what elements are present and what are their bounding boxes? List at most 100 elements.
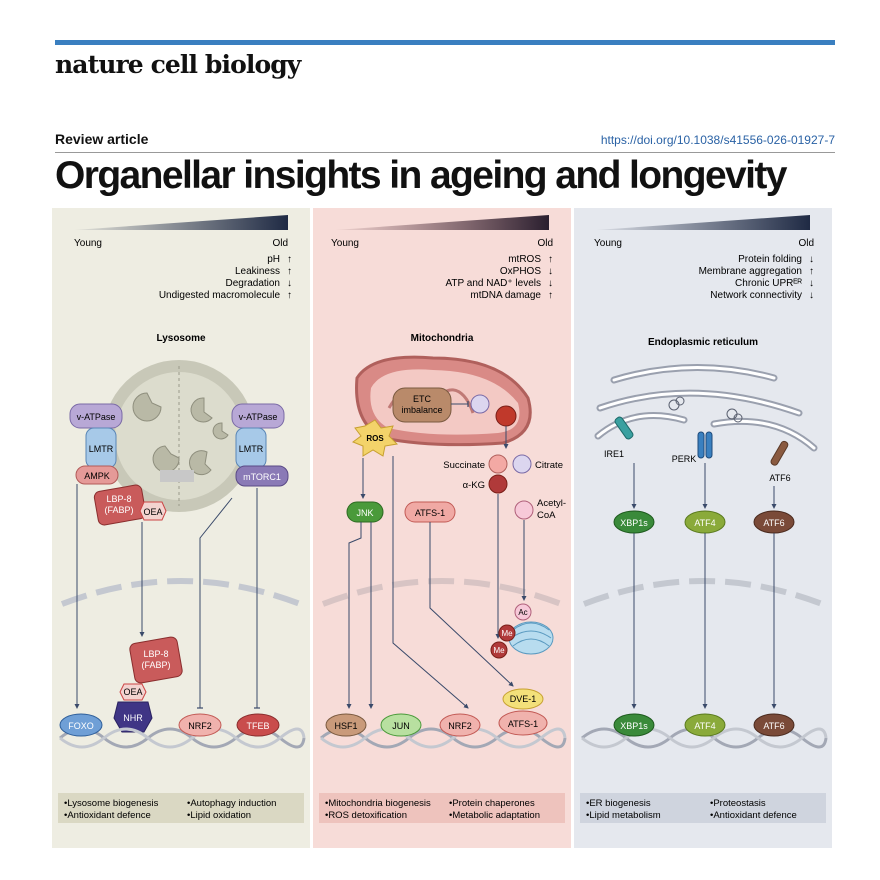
oea-top [139, 501, 167, 521]
outcome-item: •Antioxidant defence [64, 810, 151, 821]
outcome-box [58, 793, 304, 823]
ampk-label: AMPK [84, 471, 110, 481]
outcome-item: •Protein chaperones [449, 798, 535, 809]
atf4 [684, 713, 726, 737]
ire1-sensor [614, 416, 634, 440]
perk-label: PERK [672, 454, 697, 464]
change-arrow: ↑ [809, 266, 814, 277]
header-rule [55, 152, 835, 153]
dve1-label: DVE-1 [510, 694, 537, 704]
ac-mark [514, 603, 532, 621]
young-label: Young [594, 238, 622, 249]
outcome-item: •Mitochondria biogenesis [325, 798, 431, 809]
change-label: Membrane aggregation [699, 266, 802, 277]
change-label: Leakiness [235, 266, 280, 277]
oea-top-label: OEA [143, 507, 162, 517]
lmtr-left-label: LMTR [89, 444, 114, 454]
dve1 [502, 688, 544, 710]
atf4-top-label: ATF4 [694, 518, 715, 528]
age-wedge [335, 215, 549, 230]
succinate-label: Succinate [443, 460, 485, 471]
succinate-node [488, 454, 508, 474]
atf6-sensor [770, 440, 789, 466]
change-label: Network connectivity [710, 290, 802, 301]
outcome-item: •ROS detoxification [325, 810, 407, 821]
article-type: Review article [55, 131, 149, 147]
akg-node [488, 474, 508, 494]
xbp1s [613, 713, 655, 737]
outcome-box [319, 793, 565, 823]
old-label: Old [798, 238, 814, 249]
nrf2 [439, 713, 481, 737]
dna-strand [581, 727, 828, 749]
doi-link[interactable]: https://doi.org/10.1038/s41556-026-01927… [600, 133, 835, 147]
mtorc1-label: mTORC1 [243, 472, 281, 482]
akg-label: α-KG [463, 480, 485, 491]
etc-label: ETC [413, 394, 432, 404]
lmtr-right-label: LMTR [239, 444, 264, 454]
old-label: Old [272, 238, 288, 249]
ampk [75, 465, 119, 485]
dna-strand [320, 727, 567, 749]
misfolded-protein [668, 396, 743, 423]
nrf2 [178, 713, 222, 737]
change-label: mtDNA damage [470, 290, 541, 301]
tfeb-label: TFEB [246, 721, 269, 731]
panel-lysosome: Young Old pH ↑ Leakiness ↑ Degradation ↓… [52, 208, 310, 848]
metabolite-node [470, 394, 490, 414]
outcome-box [580, 793, 826, 823]
oea-bottom-label: OEA [123, 687, 142, 697]
old-label: Old [537, 238, 553, 249]
change-label: pH [267, 254, 280, 265]
lbp8-bottom-label: LBP-8 [143, 649, 168, 659]
panel-mitochondria: Young Old mtROS ↑ OxPHOS ↓ ATP and NAD⁺ … [313, 208, 571, 848]
change-arrow: ↓ [809, 278, 814, 289]
atf6-label: ATF6 [763, 721, 784, 731]
organelle-label: Mitochondria [411, 333, 474, 344]
perk-sensor [697, 431, 705, 459]
oea-bottom [119, 683, 147, 701]
jnk-label: JNK [356, 508, 373, 518]
panel-er: Young Old Protein folding ↓ Membrane agg… [574, 208, 832, 848]
change-arrow: ↑ [548, 290, 553, 301]
nuclear-envelope [582, 578, 824, 607]
change-label: Degradation [226, 278, 280, 289]
change-arrow: ↓ [809, 254, 814, 265]
atfs1-top-label: ATFS-1 [415, 508, 445, 518]
nhr-label: NHR [123, 713, 143, 723]
lbp8-top-label: (FABP) [104, 505, 133, 515]
change-arrow: ↓ [287, 278, 292, 289]
ac-label: Ac [518, 608, 527, 617]
change-arrow: ↑ [287, 290, 292, 301]
nuclear-envelope [321, 578, 563, 607]
me-label: Me [493, 646, 505, 655]
change-arrow: ↑ [287, 254, 292, 265]
nrf2-label: NRF2 [188, 721, 212, 731]
change-arrow: ↓ [548, 278, 553, 289]
change-label: Chronic UPRᴱᴿ [735, 278, 802, 289]
hsf1-label: HSF1 [334, 721, 357, 731]
change-arrow: ↑ [287, 266, 292, 277]
acetyl-label: Acetyl- [537, 498, 566, 509]
lbp8-bottom [129, 636, 183, 684]
me-mark [498, 624, 516, 642]
change-arrow: ↑ [548, 254, 553, 265]
lbp8-bottom-label: (FABP) [141, 660, 170, 670]
etc-label: imbalance [401, 405, 442, 415]
change-label: mtROS [508, 254, 541, 265]
xbp1s-label: XBP1s [620, 721, 648, 731]
change-label: Protein folding [738, 254, 802, 265]
change-arrow: ↓ [809, 290, 814, 301]
ros-burst [351, 419, 399, 457]
atfs1 [498, 710, 548, 736]
young-label: Young [74, 238, 102, 249]
change-label: ATP and NAD⁺ levels [445, 278, 541, 289]
atf6 [753, 713, 795, 737]
foxo [59, 713, 103, 737]
outcome-item: •Proteostasis [710, 798, 766, 809]
figure: Young Old pH ↑ Leakiness ↑ Degradation ↓… [52, 208, 832, 848]
jun-label: JUN [392, 721, 410, 731]
young-label: Young [331, 238, 359, 249]
age-wedge [74, 215, 288, 230]
acetyl-label: CoA [537, 510, 556, 521]
